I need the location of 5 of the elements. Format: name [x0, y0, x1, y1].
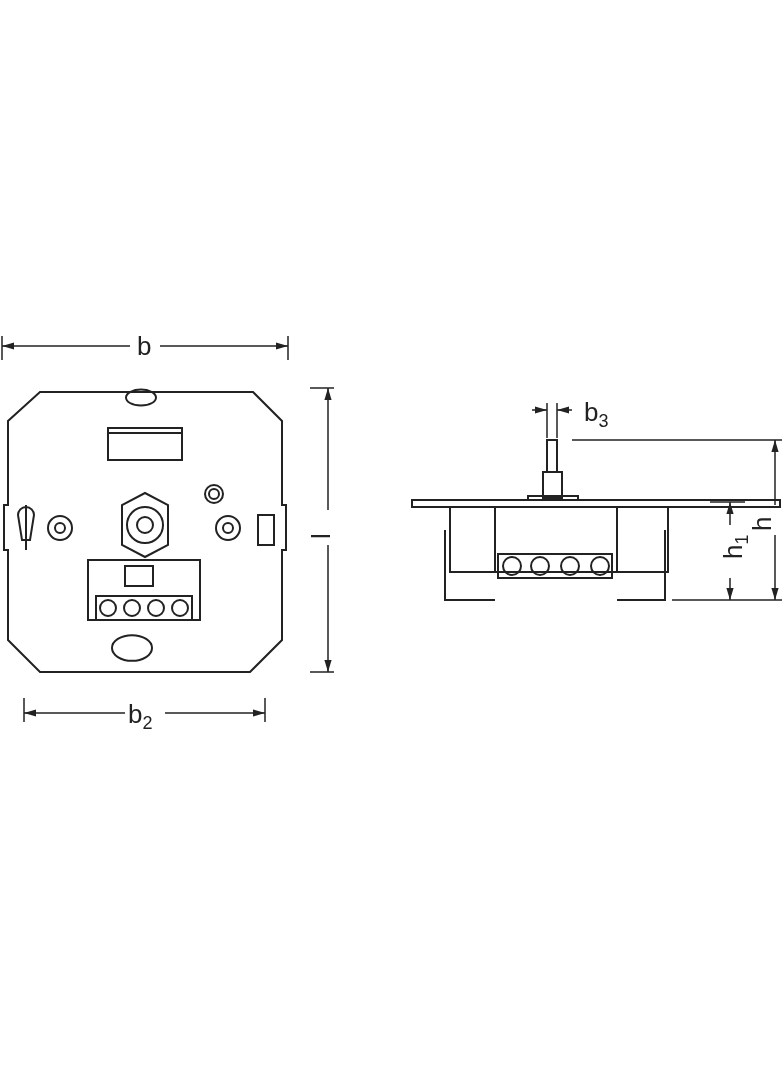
dimension-label: b	[137, 333, 152, 359]
dimension-label: l	[308, 533, 334, 539]
dimension-label: b$_{3}$	[584, 399, 609, 434]
dimension-label: b$_{2}$	[128, 701, 153, 736]
dimension-label: h	[749, 516, 775, 531]
